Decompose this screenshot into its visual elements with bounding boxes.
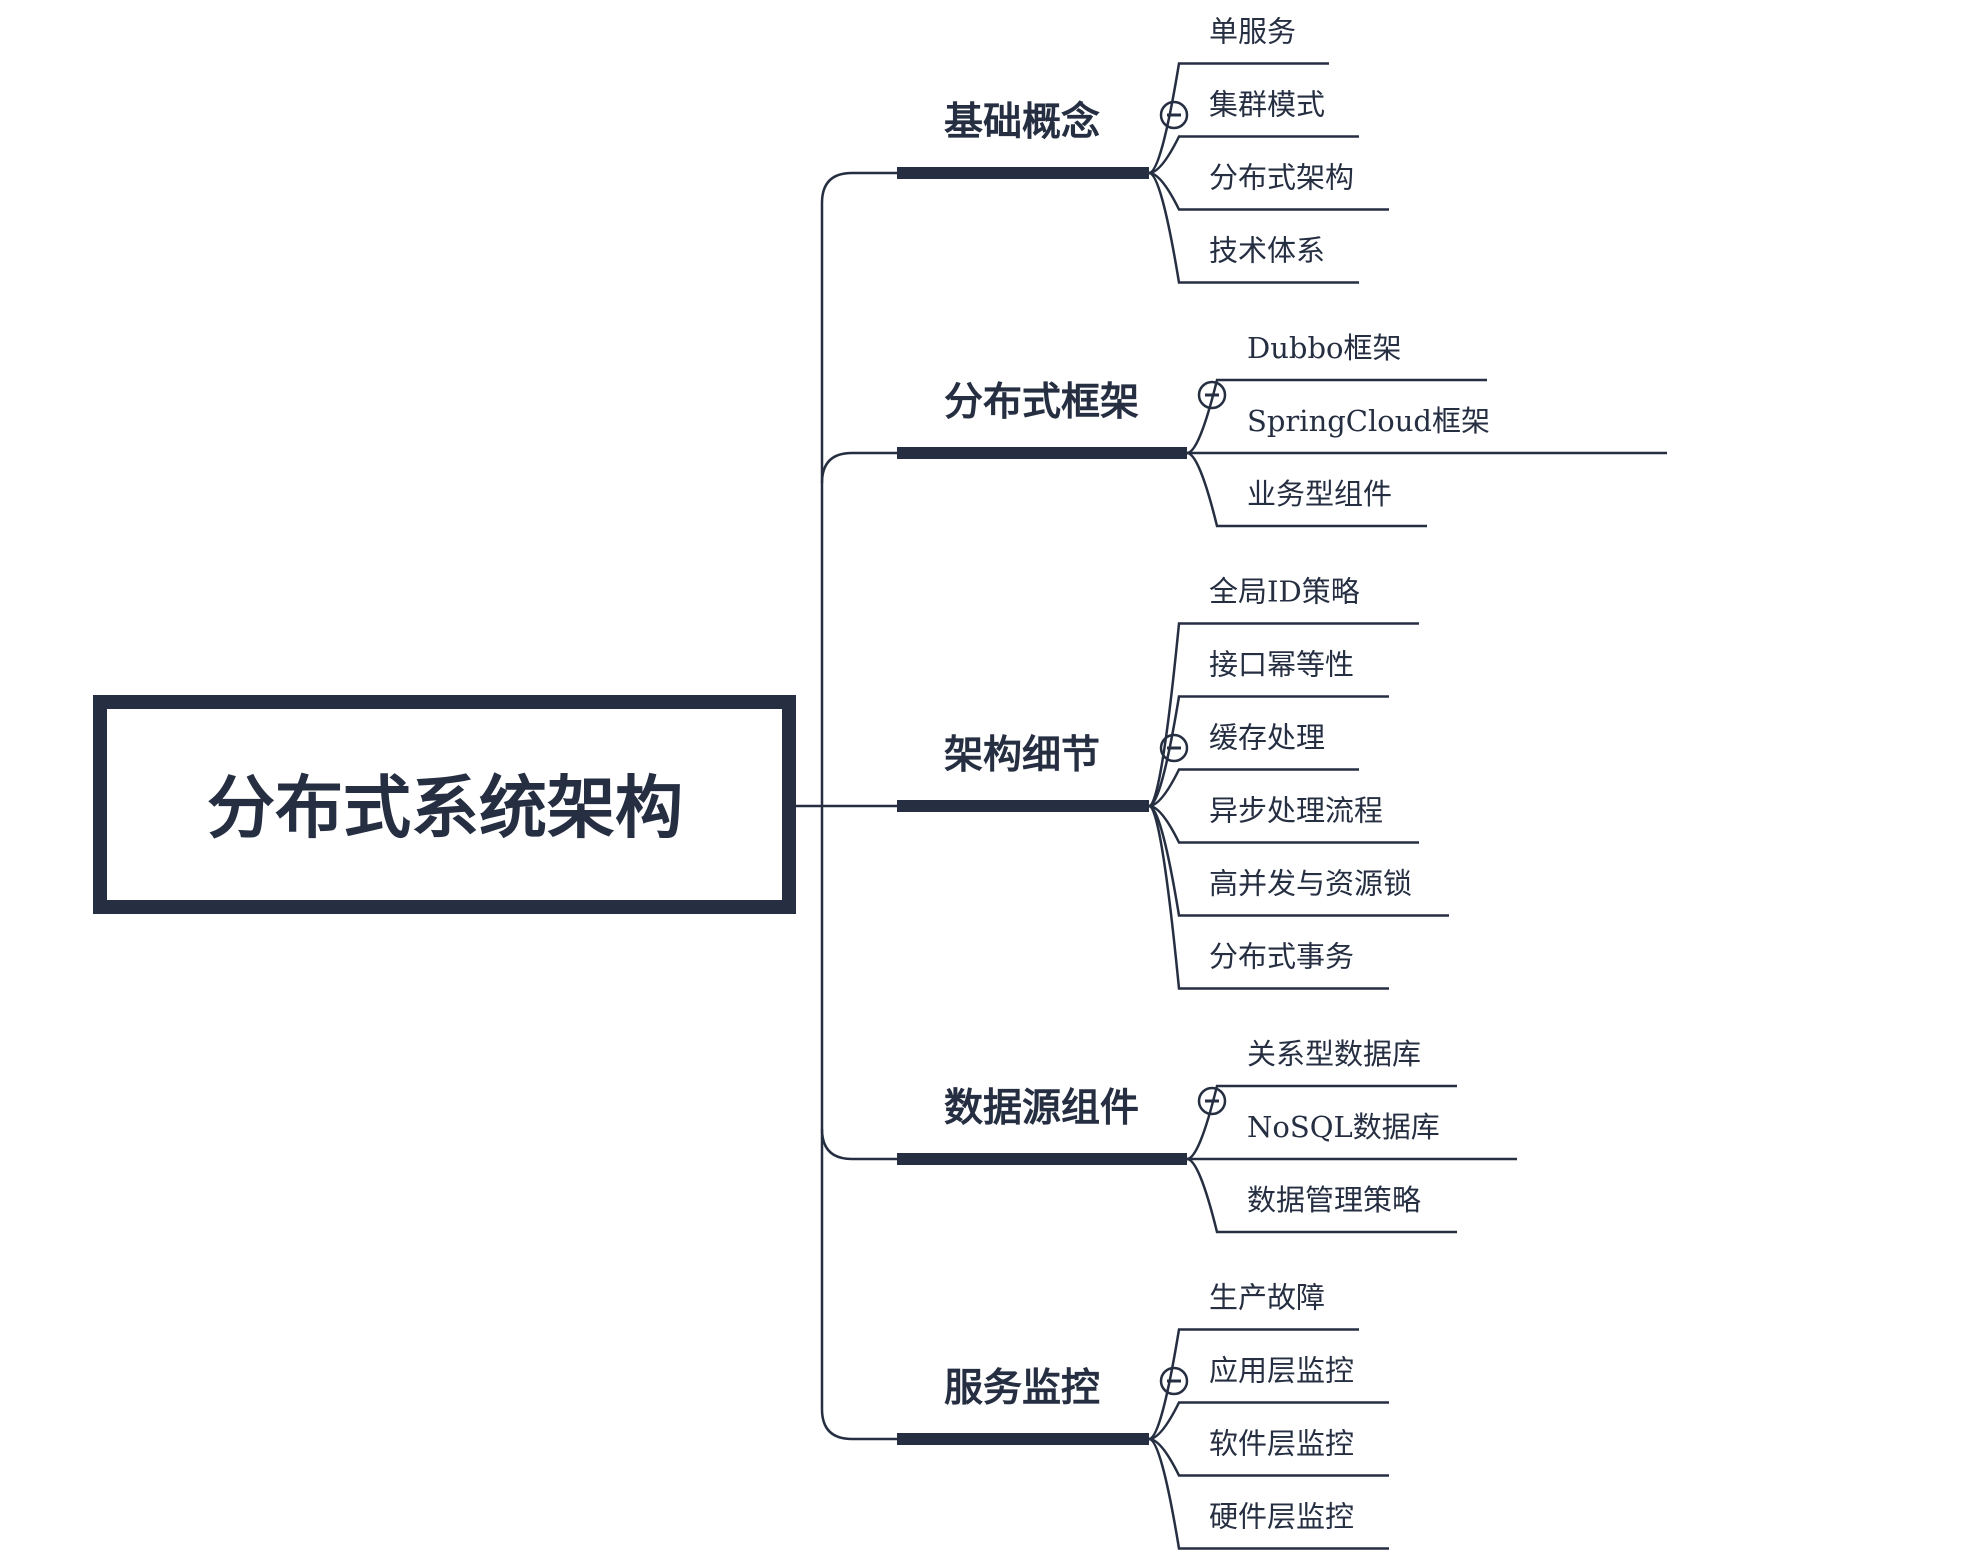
- leaf-connector: [1148, 804, 1389, 990]
- root-node[interactable]: 分布式系统架构: [93, 695, 796, 914]
- leaf-label: NoSQL数据库: [1247, 1110, 1440, 1144]
- branch-spine: [820, 171, 897, 1441]
- leaf-node[interactable]: 关系型数据库: [1186, 1037, 1457, 1161]
- leaf-node[interactable]: SpringCloud框架: [1187, 404, 1667, 455]
- leaf-label: 分布式事务: [1209, 940, 1354, 974]
- leaf-label: 缓存处理: [1209, 721, 1325, 755]
- leaf-node[interactable]: 分布式事务: [1148, 804, 1389, 990]
- leaf-label: 数据管理策略: [1247, 1183, 1421, 1217]
- leaf-label: 接口幂等性: [1209, 648, 1354, 682]
- branch-underline-details: [897, 800, 1149, 812]
- collapse-button-basics[interactable]: [1159, 100, 1189, 130]
- branch-elbow-frameworks: [820, 451, 897, 484]
- branch-label-basics: 基础概念: [944, 99, 1100, 145]
- root-node-frame: [93, 695, 796, 914]
- branch-underline-frameworks: [897, 447, 1187, 459]
- leaf-label: 分布式架构: [1209, 161, 1354, 195]
- leaf-label: 业务型组件: [1247, 477, 1392, 511]
- leaf-label: 应用层监控: [1209, 1354, 1354, 1388]
- root-node-label: 分布式系统架构: [207, 769, 683, 849]
- leaf-label: 全局ID策略: [1209, 575, 1360, 609]
- leaf-node[interactable]: NoSQL数据库: [1187, 1110, 1517, 1161]
- leaf-label: 高并发与资源锁: [1209, 867, 1412, 901]
- leaf-label: 关系型数据库: [1247, 1037, 1421, 1071]
- leaf-label: SpringCloud框架: [1247, 404, 1490, 438]
- leaf-connector: [1148, 1437, 1389, 1550]
- leaf-node[interactable]: 数据管理策略: [1186, 1157, 1457, 1234]
- leaf-node[interactable]: 分布式架构: [1148, 161, 1389, 211]
- leaf-label: 生产故障: [1209, 1281, 1325, 1315]
- leaf-node[interactable]: 技术体系: [1148, 171, 1359, 284]
- leaf-node[interactable]: 接口幂等性: [1148, 648, 1389, 808]
- leaf-connector: [1186, 451, 1427, 528]
- branch-underline-basics: [897, 167, 1149, 179]
- trunk-connectors: [796, 171, 897, 1441]
- leaf-connector: [1186, 1157, 1457, 1234]
- collapse-button-monitoring[interactable]: [1159, 1366, 1189, 1396]
- branch-label-details: 架构细节: [944, 732, 1100, 778]
- branch-label-datasource: 数据源组件: [944, 1085, 1139, 1131]
- branch-label-frameworks: 分布式框架: [944, 379, 1139, 425]
- leaf-node[interactable]: 应用层监控: [1148, 1354, 1389, 1441]
- leaf-node[interactable]: 硬件层监控: [1148, 1437, 1389, 1550]
- leaf-label: Dubbo框架: [1247, 331, 1402, 365]
- leaf-label: 单服务: [1209, 15, 1296, 49]
- leaf-connector: [1148, 171, 1359, 284]
- leaf-node[interactable]: 业务型组件: [1186, 451, 1427, 528]
- leaf-label: 硬件层监控: [1209, 1500, 1354, 1534]
- leaf-label: 技术体系: [1209, 234, 1325, 268]
- branch-elbow-datasource: [820, 1128, 897, 1161]
- branch-label-monitoring: 服务监控: [944, 1365, 1100, 1411]
- leaf-node[interactable]: 异步处理流程: [1148, 794, 1419, 844]
- leaf-label: 集群模式: [1209, 88, 1325, 122]
- leaf-node[interactable]: 软件层监控: [1148, 1427, 1389, 1477]
- leaf-label: 软件层监控: [1209, 1427, 1354, 1461]
- branch-underline-datasource: [897, 1153, 1187, 1165]
- leaf-node[interactable]: 全局ID策略: [1148, 575, 1419, 808]
- leaf-label: 异步处理流程: [1209, 794, 1383, 828]
- branch-underline-monitoring: [897, 1433, 1149, 1445]
